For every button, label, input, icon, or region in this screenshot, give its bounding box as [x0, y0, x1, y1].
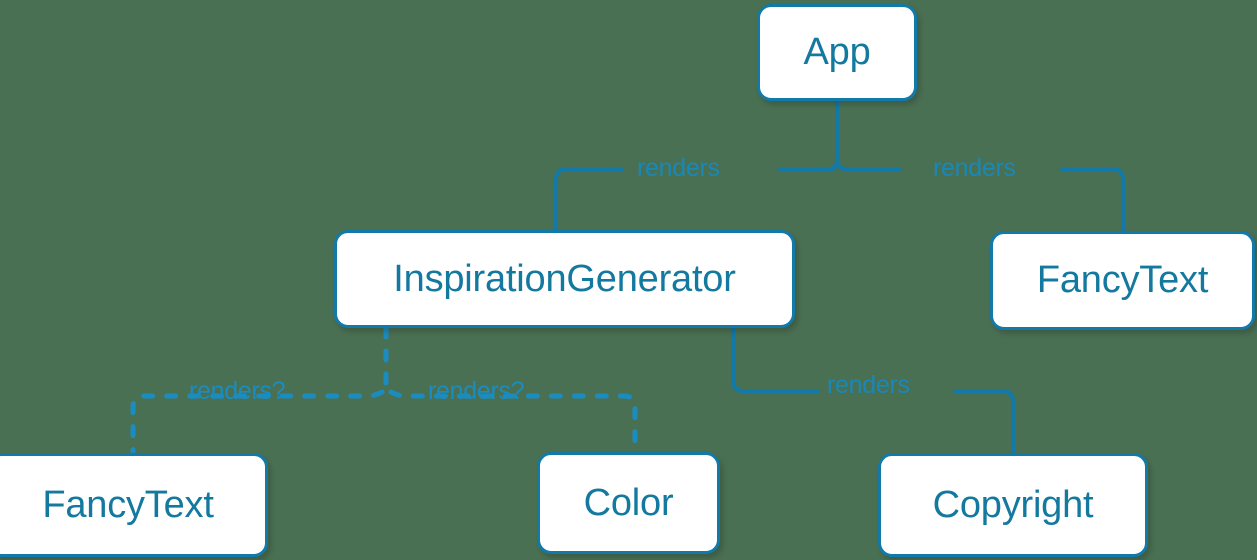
edge-label-app-to-inspiration-generator: renders	[637, 154, 720, 182]
node-copyright[interactable]: Copyright	[878, 453, 1148, 557]
edge-app-to-inspiration-generator-right	[554, 167, 624, 232]
edge-inspiration-generator-to-copyright-a	[731, 326, 820, 393]
edge-label-inspiration-generator-to-copyright: renders	[827, 371, 910, 399]
node-copyright-label: Copyright	[932, 483, 1094, 526]
node-fancytext-bottom-label: FancyText	[42, 483, 214, 526]
node-fancytext-bottom[interactable]: FancyText	[0, 453, 268, 557]
node-fancytext-right[interactable]: FancyText	[990, 231, 1255, 330]
node-app[interactable]: App	[757, 4, 917, 101]
node-color-label: Color	[583, 481, 674, 524]
edge-inspiration-generator-to-fancytext-bottom	[130, 389, 385, 456]
node-app-label: App	[803, 31, 871, 73]
edge-app-to-fancytext-right-b	[1060, 167, 1125, 233]
node-fancytext-right-label: FancyText	[1036, 259, 1209, 301]
edge-app-split-right-curve	[835, 158, 849, 171]
edge-label-inspiration-generator-to-color: renders?	[428, 377, 525, 405]
node-inspiration-generator-label: InspirationGenerator	[393, 257, 736, 300]
edge-inspiration-generator-to-copyright-b	[953, 389, 1015, 455]
edge-label-app-to-fancytext-right: renders	[933, 154, 1016, 182]
edge-inspiration-generator-to-color	[388, 389, 638, 455]
node-inspiration-generator[interactable]: InspirationGenerator	[334, 230, 795, 328]
node-color[interactable]: Color	[537, 452, 720, 554]
edge-label-inspiration-generator-to-fancytext-bottom: renders?	[189, 377, 286, 405]
